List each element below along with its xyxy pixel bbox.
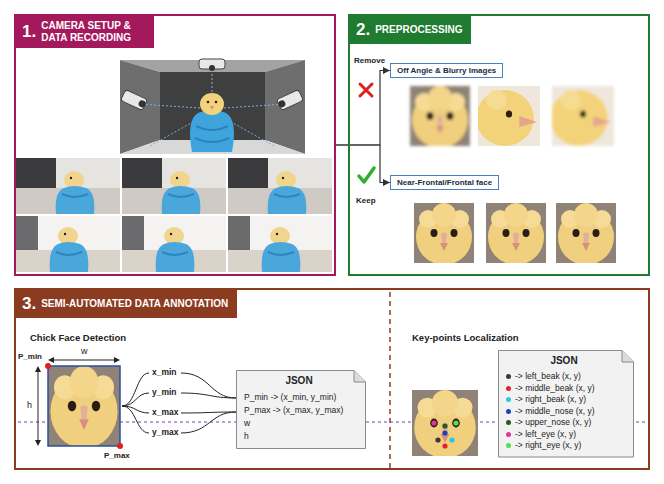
coordinate-branches: [122, 373, 236, 433]
json-field: w: [244, 418, 250, 428]
box-text: Off Angle & Blurry Images: [397, 66, 496, 75]
connector: [336, 145, 390, 183]
json-line: -> right_eye (x, y): [506, 440, 622, 452]
section-tab: 1.CAMERA SETUP & DATA RECORDING: [16, 16, 154, 48]
section-tab: 2. PREPROCESSING: [350, 16, 471, 44]
json-heading: JSON: [506, 355, 622, 366]
text-label: P_max: [104, 451, 130, 460]
json-line: -> middle_nose (x, y): [506, 406, 622, 418]
json-line: P_min -> (x_min, y_min): [244, 391, 354, 404]
keypoint-bullet: [506, 420, 511, 425]
json-line: -> middle_beak (x, y): [506, 383, 622, 395]
document-outline: [237, 371, 366, 449]
box-text: Near-Frontal/Frontal face: [397, 178, 492, 187]
text-label: y_min: [152, 388, 177, 398]
text-label: Key-points Localization: [412, 333, 519, 344]
json-line: h: [244, 430, 354, 443]
bounding-box-figure: [35, 357, 123, 449]
text-label: h: [27, 400, 32, 410]
section-number: 3.: [22, 294, 36, 314]
json-line: -> left_eye (x, y): [506, 429, 622, 441]
json-document: JSON P_min -> (x_min, y_min) P_max -> (x_m…: [236, 370, 366, 449]
json-field: -> left_beak (x, y): [515, 371, 581, 381]
text-label: x_max: [152, 408, 178, 418]
text-label: x_min: [152, 368, 177, 378]
json-field: -> upper_nose (x, y): [515, 417, 591, 427]
kept-faces: [414, 203, 616, 265]
json-line: w: [244, 417, 354, 430]
section-panel: 2. PREPROCESSING Off Angle & Blurry Images…: [348, 14, 650, 276]
recording-photos: [16, 158, 332, 272]
section-number: 1.: [22, 22, 36, 42]
json-field: -> right_eye (x, y): [515, 440, 581, 450]
json-field: -> left_eye (x, y): [515, 429, 576, 439]
section-panel: 3. SEMI-AUTOMATED DATA ANNOTATION JSON P_mi…: [14, 288, 650, 470]
document-fold: [622, 351, 634, 363]
section-panel: 1.CAMERA SETUP & DATA RECORDING: [14, 14, 336, 276]
text-label: Chick Face Detection: [30, 333, 126, 344]
text-label: Remove: [354, 56, 385, 65]
text-label: w: [81, 346, 88, 356]
json-field: -> right_beak (x, y): [515, 394, 586, 404]
connector: [336, 71, 390, 146]
keypoint-bullet: [506, 386, 511, 391]
keypoint-bullet: [506, 374, 511, 379]
json-line: -> upper_nose (x, y): [506, 417, 622, 429]
keypoint-bullet: [506, 443, 511, 448]
document-fold: [354, 371, 366, 383]
section-title: SEMI-AUTOMATED DATA ANNOTATION: [41, 298, 228, 310]
json-document: JSON -> left_beak (x, y) -> middle_beak (x…: [498, 350, 634, 458]
keypoint-bullet: [506, 397, 511, 402]
json-line: -> right_beak (x, y): [506, 394, 622, 406]
text-label: y_max: [152, 428, 178, 438]
process-box: Near-Frontal/Frontal face: [390, 175, 499, 190]
section-number: 2.: [356, 20, 370, 40]
keep-check: [359, 168, 374, 182]
document-outline: [499, 351, 634, 458]
json-line: -> left_beak (x, y): [506, 371, 622, 383]
section-title: CAMERA SETUP & DATA RECORDING: [41, 20, 145, 44]
json-heading: JSON: [244, 375, 354, 386]
text-label: Keep: [356, 196, 376, 205]
json-field: -> middle_beak (x, y): [515, 383, 595, 393]
keypoint-figure: [412, 390, 478, 458]
camera-rig: [120, 59, 305, 154]
json-field: P_max -> (x_max, y_max): [244, 405, 343, 415]
section-divider: [390, 292, 391, 468]
json-field: h: [244, 431, 249, 441]
remove-cross: [360, 84, 372, 96]
json-line: P_max -> (x_max, y_max): [244, 404, 354, 417]
keypoint-bullet: [506, 432, 511, 437]
json-field: P_min -> (x_min, y_min): [244, 392, 336, 402]
section-title: PREPROCESSING: [375, 24, 462, 36]
process-box: Off Angle & Blurry Images: [390, 63, 503, 78]
keypoint-bullet: [506, 409, 511, 414]
section-tab: 3. SEMI-AUTOMATED DATA ANNOTATION: [16, 290, 237, 318]
rejected-faces: [410, 86, 614, 148]
json-field: -> middle_nose (x, y): [515, 406, 595, 416]
text-label: P_min: [18, 352, 42, 361]
